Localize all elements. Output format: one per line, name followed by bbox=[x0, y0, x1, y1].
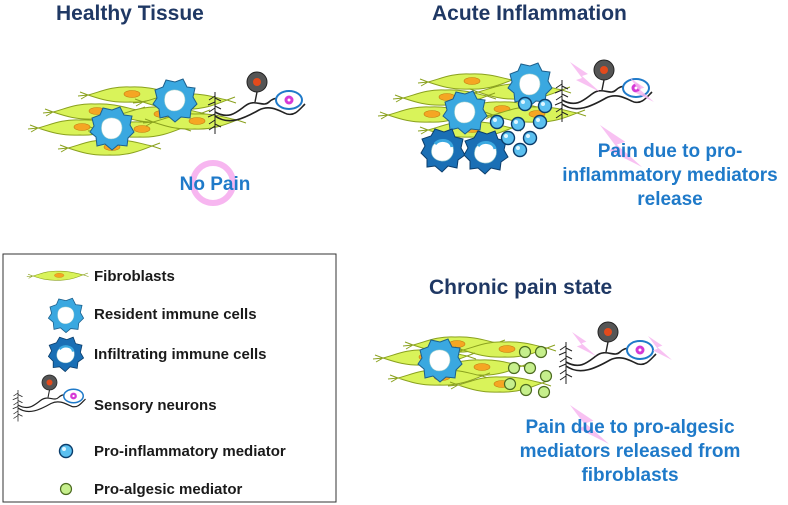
legend-label-pro-inflammatory-mediator: Pro-inflammatory mediator bbox=[94, 443, 286, 460]
chronic-caption-line-3: fibroblasts bbox=[581, 465, 679, 486]
legend-label-infiltrating-immune-cells: Infiltrating immune cells bbox=[94, 346, 267, 363]
legend-pro-algesic-mediator-icon bbox=[59, 482, 73, 496]
no-pain-caption: No Pain bbox=[179, 174, 251, 195]
legend-label-resident-immune-cells: Resident immune cells bbox=[94, 306, 257, 323]
chronic-caption-line-2: mediators released from bbox=[519, 441, 741, 462]
chronic-pain-caption: Pain due to pro-algesic mediators releas… bbox=[495, 416, 765, 488]
chronic-sensory-neuron-icon bbox=[558, 321, 657, 385]
chronic-caption-line-1: Pain due to pro-algesic bbox=[525, 417, 735, 438]
legend-label-sensory-neurons: Sensory neurons bbox=[94, 397, 217, 414]
legend-box bbox=[2, 253, 337, 503]
acute-inflammation-title: Acute Inflammation bbox=[432, 2, 627, 25]
legend-label-fibroblasts: Fibroblasts bbox=[94, 268, 175, 285]
acute-tissue-cells bbox=[377, 62, 587, 176]
healthy-tissue-title: Healthy Tissue bbox=[56, 2, 204, 25]
acute-caption-line-1: Pain due to pro- bbox=[597, 141, 743, 162]
chronic-pain-title: Chronic pain state bbox=[429, 276, 613, 299]
acute-pain-caption: Pain due to pro- inflammatory mediators … bbox=[560, 140, 780, 212]
legend-label-pro-algesic-mediator: Pro-algesic mediator bbox=[94, 481, 243, 498]
legend-pro-inflammatory-mediator-icon bbox=[58, 443, 74, 459]
acute-caption-line-2: inflammatory mediators bbox=[562, 165, 778, 186]
no-pain-circle bbox=[190, 160, 236, 206]
healthy-tissue-cells bbox=[27, 78, 247, 156]
acute-caption-line-3: release bbox=[637, 189, 703, 210]
